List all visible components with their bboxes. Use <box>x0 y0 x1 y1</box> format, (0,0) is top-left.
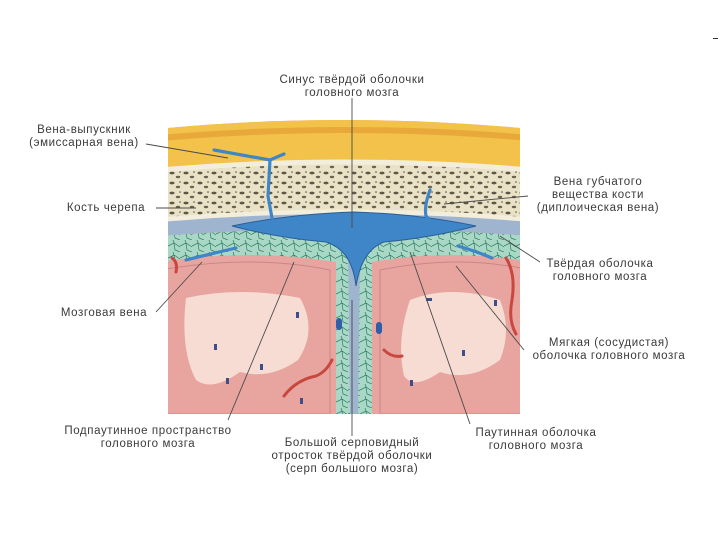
scalp-layer <box>160 110 530 168</box>
diagram-panel <box>160 110 530 420</box>
label-skull: Кость черепа <box>58 202 154 215</box>
label-cerebral-vein: Мозговая вена <box>52 307 156 320</box>
label-pia: Мягкая (сосудистая)оболочка головного мо… <box>520 337 698 363</box>
vessel-falx-right <box>376 322 382 334</box>
label-emissary-vein: Вена-выпускник(эмиссарная вена) <box>22 124 146 150</box>
vessel-falx-left <box>336 318 342 330</box>
